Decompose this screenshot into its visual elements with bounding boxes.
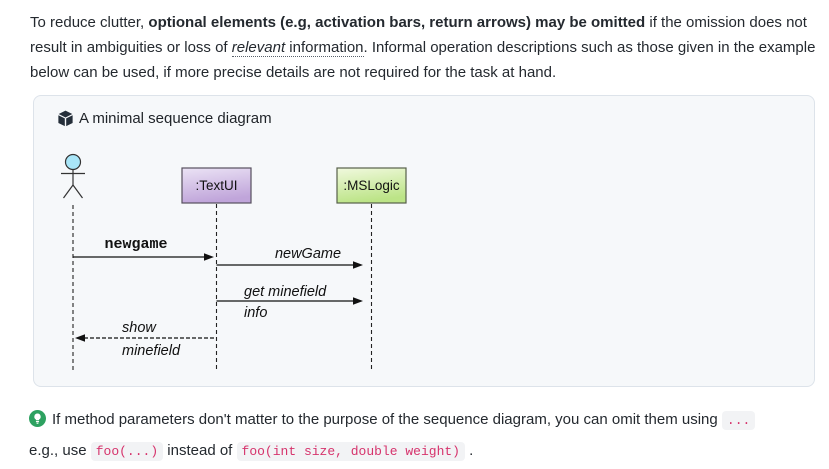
sequence-diagram: :TextUI :MSLogic newgame newGame (58, 141, 478, 378)
intro-text-end: . Informal operation descriptions such a… (30, 39, 816, 81)
message-newGame: newGame (216, 246, 363, 269)
lightbulb-icon (29, 409, 46, 437)
participant-mslogic-label: :MSLogic (343, 178, 400, 193)
note-text-4: . (464, 442, 474, 459)
note-code-ellipsis: ... (721, 411, 756, 430)
message-newGame-label: newGame (275, 246, 341, 262)
term-italic: relevant (231, 39, 286, 56)
actor-stick-figure (61, 153, 85, 199)
intro-text-start: To reduce clutter, (30, 14, 149, 31)
example-card: A minimal sequence diagram (33, 95, 815, 387)
message-show-label-line1: show (122, 320, 157, 336)
intro-text-bold: optional elements (e.g, activation bars,… (148, 14, 646, 31)
message-newgame: newgame (73, 236, 214, 261)
message-get-minefield-label-line2: info (244, 305, 267, 321)
tip-note: If method parameters don't matter to the… (29, 406, 771, 466)
message-get-minefield-info: get minefield info (216, 284, 363, 321)
message-show-label-line2: minefield (122, 343, 181, 359)
intro-text-mid: if the omission does not result in ambig… (30, 14, 807, 56)
relevant-information-term: relevant information (231, 39, 364, 57)
example-title: A minimal sequence diagram (79, 110, 272, 127)
note-code-foo-full: foo(int size, double weight) (236, 442, 465, 461)
example-header: A minimal sequence diagram (57, 110, 272, 127)
note-code-foo-short: foo(...) (90, 442, 164, 461)
message-newgame-label: newgame (104, 236, 167, 253)
participant-mslogic: :MSLogic (336, 167, 407, 204)
participant-textui-label: :TextUI (195, 178, 237, 193)
note-text-3: instead of (163, 442, 237, 459)
message-get-minefield-label-line1: get minefield (244, 284, 327, 300)
term-rest: information (285, 39, 364, 56)
note-text-2: e.g., use (29, 442, 91, 459)
note-text-1: If method parameters don't matter to the… (52, 411, 718, 428)
cube-icon (57, 110, 74, 127)
participant-textui: :TextUI (181, 167, 252, 204)
intro-paragraph: To reduce clutter, optional elements (e.… (30, 10, 829, 85)
message-show-minefield: show minefield (75, 320, 217, 359)
